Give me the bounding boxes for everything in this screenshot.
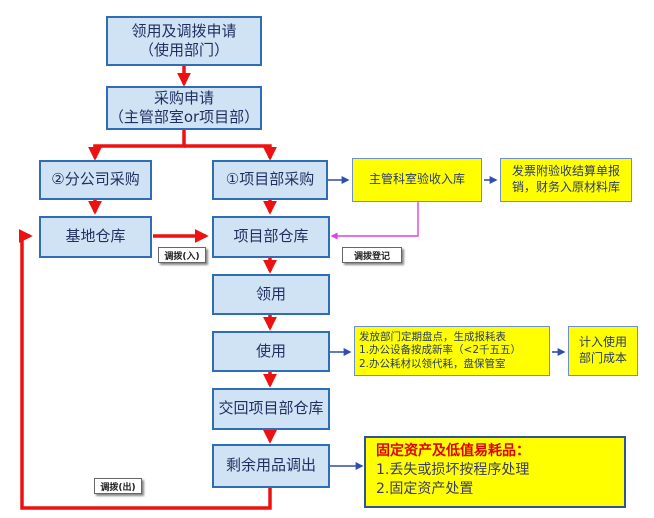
arrow-register [330, 202, 419, 240]
return-warehouse-node: 交回项目部仓库 [212, 388, 330, 430]
fixed-assets-item-2: 2.固定资产处置 [376, 480, 474, 497]
purchase-request-node: 采购申请 （主管部室or项目部） [106, 86, 262, 130]
inspection-box: 主管科室验收入库 [352, 158, 482, 202]
return-warehouse-label: 交回项目部仓库 [218, 399, 324, 418]
receive-label: 领用 [255, 284, 286, 303]
transfer-in-label: 调拨(入) [164, 251, 200, 262]
arrow-split [88, 129, 186, 161]
receive-node: 领用 [212, 274, 330, 315]
project-warehouse-label: 项目部仓库 [233, 227, 309, 246]
cost-box: 计入使用 部门成本 [568, 326, 638, 376]
arrow-split-right [184, 144, 277, 161]
branch-purchase-node: ②分公司采购 [39, 160, 152, 200]
inventory-label: 发放部门定期盘点，生成报耗表 1.办公设备按成新率（<2千五五） 2.办公耗材以… [359, 330, 521, 370]
project-warehouse-node: 项目部仓库 [212, 216, 330, 258]
branch-purchase-label: ②分公司采购 [51, 170, 140, 189]
use-label: 使用 [255, 341, 286, 360]
fixed-assets-title: 固定资产及低值易耗品： [376, 443, 530, 459]
base-warehouse-node: 基地仓库 [39, 216, 152, 258]
purchase-request-label: 采购申请 （主管部室or项目部） [108, 88, 260, 127]
inventory-box: 发放部门定期盘点，生成报耗表 1.办公设备按成新率（<2千五五） 2.办公耗材以… [354, 326, 550, 376]
invoice-label: 发票附验收结算单报 销，财务入原材料库 [511, 164, 620, 194]
arrow-transfer-out [18, 229, 272, 510]
transfer-out-note: 调拨(出) [94, 478, 142, 494]
transfer-out-label: 调拨(出) [100, 482, 136, 493]
cost-label: 计入使用 部门成本 [578, 335, 627, 365]
transfer-register-label: 调拨登记 [353, 251, 390, 262]
use-node: 使用 [212, 331, 330, 372]
invoice-box: 发票附验收结算单报 销，财务入原材料库 [500, 158, 632, 202]
surplus-out-node: 剩余用品调出 [212, 444, 330, 488]
apply-node: 领用及调拨申请 （使用部门） [106, 16, 262, 66]
project-purchase-node: ①项目部采购 [212, 160, 328, 200]
transfer-register-note: 调拨登记 [342, 247, 402, 263]
surplus-out-label: 剩余用品调出 [225, 456, 316, 475]
project-purchase-label: ①项目部采购 [225, 170, 315, 189]
apply-label: 领用及调拨申请 （使用部门） [131, 21, 237, 60]
inspection-label: 主管科室验收入库 [368, 172, 465, 187]
fixed-assets-item-1: 1.丢失或损坏按程序处理 [376, 461, 530, 478]
base-warehouse-label: 基地仓库 [65, 227, 126, 246]
transfer-in-note: 调拨(入) [158, 247, 206, 263]
fixed-assets-box: 固定资产及低值易耗品： 1.丢失或损坏按程序处理 2.固定资产处置 [364, 436, 626, 508]
